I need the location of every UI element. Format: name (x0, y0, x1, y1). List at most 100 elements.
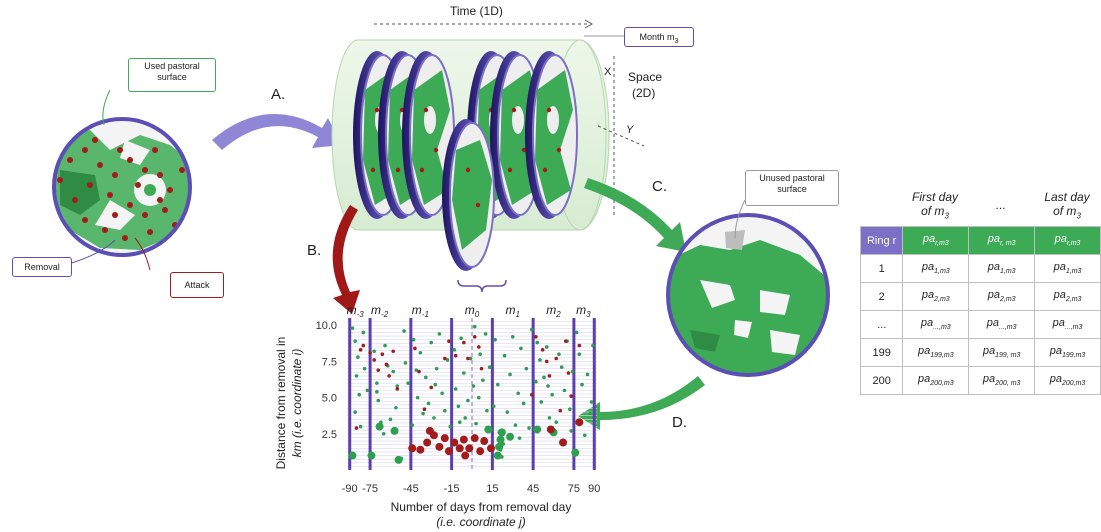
used-surface-callout: Used pastoral surface (128, 58, 216, 92)
x-tick-label: 45 (527, 483, 539, 495)
green-point (424, 375, 428, 380)
time-axis-label: Time (1D) (450, 4, 503, 18)
pa-subscript: 1,m3 (1065, 268, 1082, 276)
pa-subscript: 199,m3 (930, 352, 954, 360)
green-point (468, 356, 473, 361)
pa-base: pa (982, 373, 996, 386)
col-head-ellipsis: ... (968, 198, 1034, 212)
green-point (457, 420, 462, 425)
unused-surface-callout-text: Unused pastoral surface (759, 173, 825, 194)
green-point (580, 382, 584, 387)
green-point (403, 361, 408, 365)
pa-subscript: 2,m3 (1065, 296, 1082, 304)
pa-value-cell: pa...,m3 (902, 310, 970, 339)
green-point (544, 345, 549, 349)
green-point (462, 371, 466, 375)
red-point (447, 339, 451, 343)
pa-value-cell: pa1,m3 (902, 254, 970, 283)
attack-callout-text: Attack (184, 280, 210, 290)
green-point (569, 429, 573, 433)
green-point (445, 358, 450, 362)
attack-callout: Attack (170, 272, 224, 298)
col-head-last-day: Last day of m3 (1034, 190, 1100, 223)
pa-value-cell: pa199, m3 (968, 338, 1036, 367)
attack-points (57, 137, 185, 241)
green-point (421, 411, 425, 416)
green-point (534, 379, 538, 384)
pa-base: pa (920, 317, 934, 330)
space-label-line1: Space (628, 70, 663, 84)
green-point (356, 355, 360, 359)
col-head-first-sub: 3 (944, 211, 949, 221)
header-cell-base: pa (987, 233, 1000, 246)
green-large-point (571, 448, 580, 457)
pa-base: pa (1049, 373, 1062, 386)
red-point (361, 343, 366, 348)
red-point (443, 356, 447, 361)
red-large-point (559, 438, 568, 447)
green-point (559, 365, 564, 370)
green-point (426, 401, 431, 406)
green-point (496, 382, 500, 387)
red-large-point (480, 437, 489, 446)
green-point (466, 398, 470, 403)
x-tick-label: -90 (342, 483, 358, 495)
pa-subscript: 1,m3 (934, 268, 950, 276)
green-point (476, 395, 481, 400)
red-large-point (487, 444, 496, 453)
month-callout-text: Month m (639, 32, 675, 42)
green-large-point (375, 422, 384, 431)
green-point (481, 378, 485, 383)
green-point (434, 366, 439, 371)
red-point (380, 352, 385, 356)
header-cell: par, m3 (968, 226, 1036, 255)
pa-base: pa (1053, 261, 1066, 274)
green-point (440, 391, 444, 396)
green-point (585, 372, 590, 377)
green-point (357, 392, 362, 397)
month-disc (402, 51, 455, 219)
green-point (478, 352, 482, 356)
col-head-last-sub: 3 (1076, 211, 1081, 221)
green-point (362, 366, 367, 371)
time-axis-arrowhead (584, 19, 594, 29)
green-point (365, 388, 370, 393)
green-large-point (496, 435, 505, 444)
green-point (391, 369, 395, 374)
header-cell-sub: r,m3 (935, 240, 949, 248)
green-large-point (533, 425, 542, 434)
red-large-point (435, 442, 444, 451)
red-large-point (408, 444, 417, 453)
month-disc-m0 (442, 119, 495, 271)
pa-subscript: ...,m3 (999, 324, 1017, 332)
month-label: m-2 (371, 303, 389, 319)
green-point (375, 390, 379, 394)
green-point (568, 407, 572, 412)
red-point (563, 339, 568, 343)
green-point (358, 424, 363, 429)
red-point (358, 348, 363, 352)
pa-base: pa (987, 289, 1000, 302)
ring-number-cell: 200 (859, 366, 904, 395)
header-cell-base: pa (922, 233, 936, 246)
arrow-c (584, 178, 686, 252)
green-point (372, 349, 376, 354)
ring-number-cell: 1 (859, 254, 904, 283)
green-point (483, 332, 488, 336)
green-point (381, 432, 386, 436)
green-point (493, 337, 497, 342)
green-point (485, 408, 489, 413)
pa-base: pa (986, 317, 1000, 330)
red-large-point (465, 444, 474, 453)
chart-xlabel-line1: Number of days from removal day (390, 500, 572, 514)
green-point (519, 346, 523, 351)
red-point (472, 335, 477, 339)
month-callout-sub: 3 (674, 37, 679, 45)
green-large-point (506, 432, 515, 441)
red-large-point (459, 435, 468, 444)
header-cell: par,m3 (1034, 226, 1101, 255)
pa-subscript: 199, m3 (995, 352, 1021, 360)
